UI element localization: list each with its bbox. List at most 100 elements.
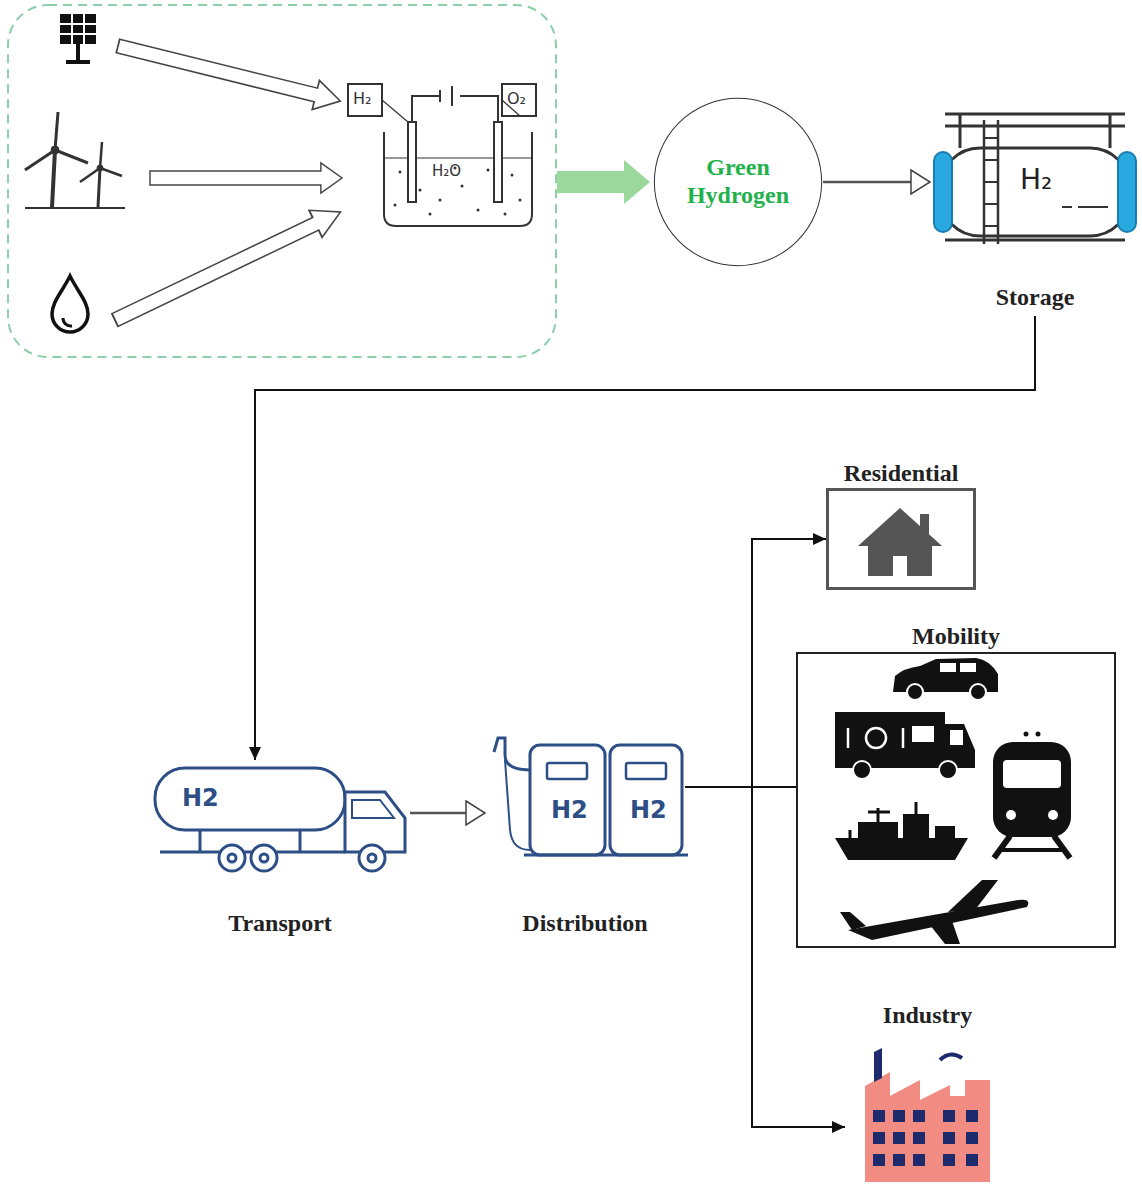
connector-group: [255, 182, 1035, 1127]
storage-tank-icon: [1118, 152, 1136, 232]
connector-line: [685, 539, 826, 787]
electrolyzer-sketch: [494, 122, 502, 202]
distribution-node: Distribution: [485, 730, 685, 938]
house-icon: [868, 544, 932, 576]
train-icon: [1006, 810, 1016, 820]
ship-icon: [835, 802, 968, 860]
plane-icon: [948, 880, 998, 912]
factory-icon: [943, 1132, 955, 1144]
storage-tank-icon: [984, 203, 998, 205]
factory-icon: [873, 1132, 885, 1144]
node-heading: Mobility: [912, 623, 1000, 651]
electrolyzer-sketch: [439, 90, 441, 102]
storage-tank-icon: [945, 239, 1125, 242]
van-icon: [835, 712, 975, 779]
train-icon: [993, 732, 1071, 859]
electrolyzer-sketch: [519, 199, 522, 202]
wind-turbine-icon: [52, 150, 55, 207]
truck-icon: [345, 792, 405, 852]
input-arrow: [114, 31, 344, 115]
house-icon: [920, 514, 929, 534]
truck-icon: [251, 845, 277, 871]
truck-icon: [368, 854, 376, 862]
truck-label: H2: [182, 786, 219, 810]
pump-icon: [626, 763, 666, 779]
ship-icon: [849, 830, 852, 838]
van-icon: [853, 761, 871, 779]
water-drop-icon: [63, 318, 72, 326]
factory-icon: [893, 1154, 905, 1166]
factory-icon: [865, 1072, 990, 1182]
wind-turbine-icon: [25, 207, 125, 209]
pump-icon: [547, 763, 587, 779]
tank-label: H₂: [1020, 166, 1052, 194]
van-icon: [866, 728, 886, 748]
storage-tank-icon: [934, 152, 952, 232]
node-heading: Distribution: [522, 910, 647, 938]
mobility-box: Mobility: [796, 652, 1116, 948]
node-heading: Industry: [883, 1002, 972, 1030]
van-icon: [902, 728, 905, 748]
factory-icon: [913, 1132, 925, 1144]
solar-icon: [60, 23, 96, 25]
electrolyzer-sketch: [394, 204, 397, 207]
electrolyzer-label: O₂: [507, 91, 526, 107]
wind-turbine-icon: [98, 168, 100, 207]
electrolyzer-sketch: [394, 167, 522, 216]
house-icon: [858, 508, 942, 576]
factory-icon: [893, 1132, 905, 1144]
solar-icon: [71, 14, 73, 44]
storage-tank-icon: [984, 181, 998, 183]
train-icon: [1003, 760, 1061, 788]
node-heading: Residential: [844, 460, 959, 488]
pump-label: H2: [551, 798, 588, 822]
storage-tank-icon: [984, 159, 998, 161]
factory-icon: [865, 1048, 990, 1182]
plane-icon: [840, 880, 1028, 944]
wind-turbine-icon: [51, 146, 59, 154]
ship-icon: [915, 802, 918, 814]
production-region: [8, 5, 556, 357]
electrolyzer-sketch: [429, 213, 432, 216]
storage-tank-icon: [959, 114, 962, 148]
electrolyzer-sketch: [451, 86, 453, 106]
pump-label: H2: [630, 798, 667, 822]
electrolyzer-sketch: [439, 199, 442, 202]
electrolyzer-sketch: [384, 132, 532, 226]
factory-icon: [893, 1110, 905, 1122]
industry-node: Industry: [845, 1002, 1010, 1184]
input-arrow: [109, 31, 347, 333]
truck-icon: [352, 800, 394, 818]
plane-icon: [840, 912, 866, 930]
ship-icon: [858, 822, 898, 838]
train-icon: [1036, 732, 1041, 737]
train-icon: [1000, 848, 1064, 852]
ship-icon: [935, 826, 955, 838]
electrolyzer-sketch: [461, 185, 464, 188]
solar-icon: [60, 14, 96, 62]
green-arrow: [557, 160, 650, 204]
factory-icon: [966, 1154, 978, 1166]
train-icon: [993, 742, 1071, 837]
storage-node: Storage: [930, 100, 1140, 312]
factory-icon: [873, 1110, 978, 1166]
storage-tank-icon: [984, 225, 998, 227]
electrolyzer-sketch: [511, 174, 514, 177]
hydrogen-circle: Green Hydrogen: [653, 97, 823, 267]
solar-icon: [60, 14, 96, 44]
electrolyzer-sketch: [399, 171, 402, 174]
factory-icon: [873, 1154, 885, 1166]
electrolyzer-sketch: [477, 209, 480, 212]
electrolyzer-sketch: [408, 122, 416, 202]
ship-icon: [868, 811, 890, 814]
electrolyzer-sketch: [419, 189, 422, 192]
electrolyzer-sketch: [454, 167, 457, 170]
circle-outline: [653, 97, 823, 267]
electrolyzer-sketch: [502, 84, 536, 116]
solar-icon: [83, 14, 85, 44]
truck-icon: [219, 845, 245, 871]
factory-icon: [913, 1154, 925, 1166]
truck-icon: [359, 845, 385, 871]
storage-tank-icon: [1062, 206, 1072, 208]
